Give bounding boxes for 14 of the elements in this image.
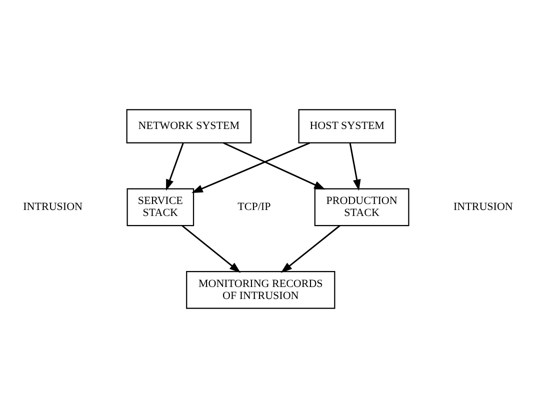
label: INTRUSION [454,200,513,213]
node-box: NETWORK SYSTEM [126,108,252,143]
node-box: HOST SYSTEM [298,108,396,143]
arrow [192,142,310,193]
arrow [223,142,326,190]
arrow [182,224,241,272]
label: TCP/IP [238,200,271,213]
node-box: SERVICE STACK [126,188,194,226]
arrow [166,142,184,190]
arrow [349,142,361,190]
node-box: PRODUCTION STACK [314,188,410,226]
label: INTRUSION [23,200,82,213]
node-box: MONITORING RECORDS OF INTRUSION [186,270,336,308]
arrow [280,224,340,272]
